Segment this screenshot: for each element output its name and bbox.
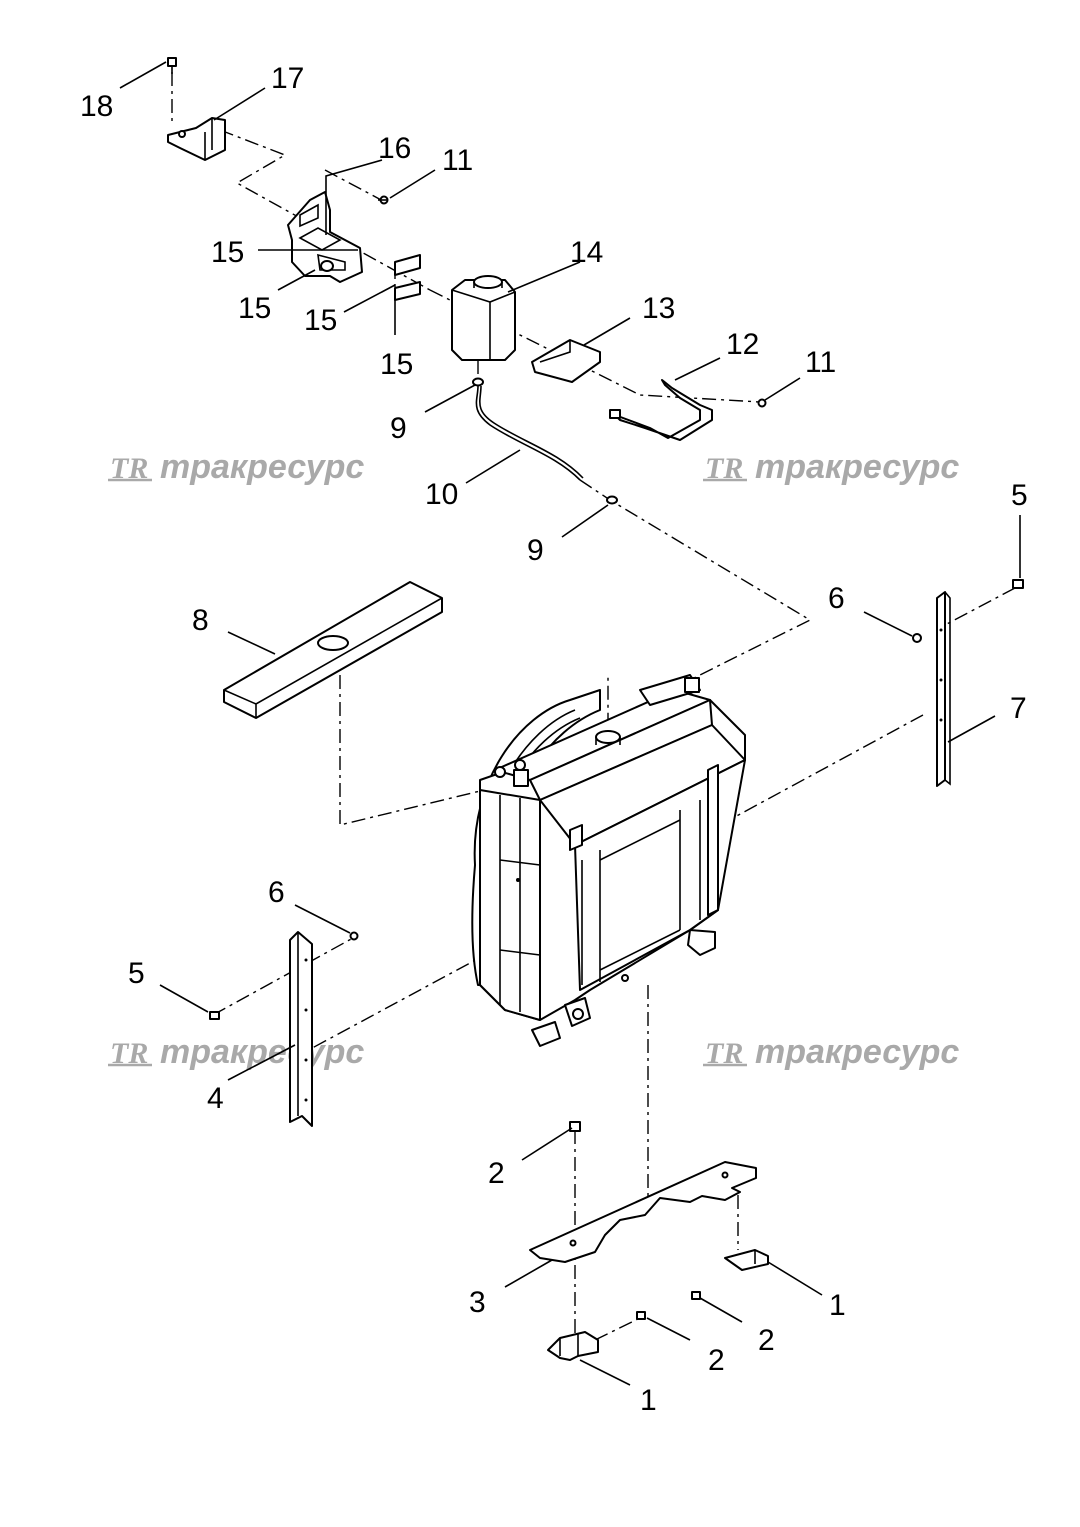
watermark-text: тракресурс <box>160 448 364 486</box>
part-2-bolt-right <box>691 1291 701 1300</box>
part-1-bracket-right <box>724 1249 769 1271</box>
callout-10: 10 <box>425 478 458 511</box>
part-13-strap <box>531 339 601 383</box>
assembly-lines <box>171 72 1016 1341</box>
part-10-hose <box>475 385 584 481</box>
radiator-assembly <box>471 674 746 1047</box>
callout-9-bottom: 9 <box>527 534 544 567</box>
callout-9-top: 9 <box>390 412 407 445</box>
callout-5-right: 5 <box>1011 479 1028 512</box>
callout-15-b: 15 <box>238 292 271 325</box>
part-9-clamp-top <box>472 377 484 387</box>
watermark-text: тракресурс <box>160 1033 364 1071</box>
callout-numbers: 18 17 16 11 15 15 15 15 14 13 12 11 9 10… <box>80 62 1028 1417</box>
callout-7: 7 <box>1010 692 1027 725</box>
callout-11-right: 11 <box>805 346 836 379</box>
part-5-bolt-right <box>1012 579 1024 589</box>
callout-13: 13 <box>642 292 675 325</box>
callout-16: 16 <box>378 132 411 165</box>
part-6-nut-left <box>349 931 359 941</box>
part-14-tank <box>451 275 516 361</box>
part-9-clamp-bottom <box>606 495 618 505</box>
callout-11-top: 11 <box>442 144 473 177</box>
callout-12: 12 <box>726 328 759 361</box>
callout-4: 4 <box>207 1082 224 1115</box>
part-4-angle-bar <box>289 931 313 1127</box>
part-12-strap <box>609 379 713 441</box>
watermark-text: тракресурс <box>755 448 959 486</box>
part-1-bracket-left <box>547 1331 599 1361</box>
callout-2-mid: 2 <box>708 1344 725 1377</box>
part-5-bolt-left <box>209 1011 220 1020</box>
callout-15-d: 15 <box>380 348 413 381</box>
callout-1-right: 1 <box>829 1289 846 1322</box>
watermark-text: тракресурс <box>755 1033 959 1071</box>
watermark-bottom-right: TR тракресурс <box>703 1033 959 1071</box>
callout-1-left: 1 <box>640 1384 657 1417</box>
watermark-top-left: TR тракресурс <box>108 448 364 486</box>
part-6-nut-right <box>912 633 922 643</box>
leader-lines <box>119 61 1021 1386</box>
part-17-bracket <box>167 117 226 161</box>
part-18-bolt <box>167 57 177 74</box>
part-2-bolt-mid <box>636 1311 646 1320</box>
callout-6-right: 6 <box>828 582 845 615</box>
watermark-top-right: TR тракресурс <box>703 448 959 486</box>
callout-18: 18 <box>80 90 113 123</box>
callout-2-right: 2 <box>758 1324 775 1357</box>
callout-17: 17 <box>271 62 304 95</box>
part-8-plate <box>223 581 443 719</box>
part-7-angle-bar <box>936 591 951 787</box>
callout-5-left: 5 <box>128 957 145 990</box>
callout-14: 14 <box>570 236 603 269</box>
part-2-bolt-top <box>569 1121 581 1132</box>
part-3-mounting-plate <box>529 1161 757 1263</box>
callout-8: 8 <box>192 604 209 637</box>
part-15-pads <box>394 254 421 301</box>
callout-15-c: 15 <box>304 304 337 337</box>
callout-15-a: 15 <box>211 236 244 269</box>
callout-6-left: 6 <box>268 876 285 909</box>
part-11-bolt-top <box>378 195 389 205</box>
part-16-bracket <box>287 191 363 283</box>
callout-3: 3 <box>469 1286 486 1319</box>
watermark-bottom-left: TR тракресурс <box>108 1033 364 1071</box>
part-11-bolt-right <box>757 398 767 408</box>
callout-2-top: 2 <box>488 1157 505 1190</box>
